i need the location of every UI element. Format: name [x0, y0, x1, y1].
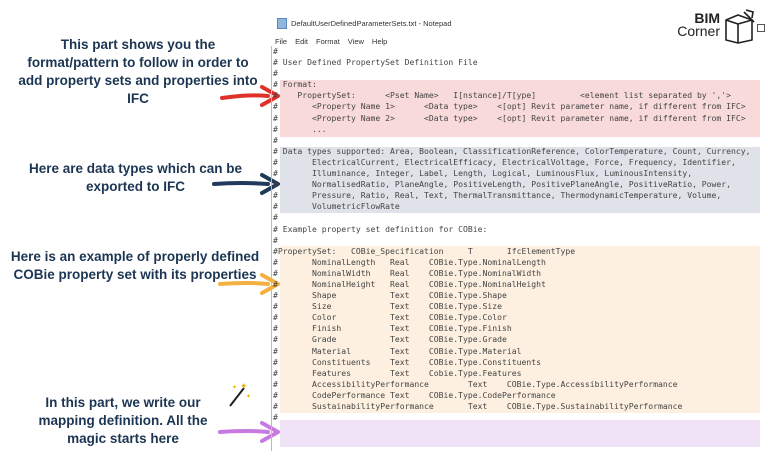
editor-line: # PropertySet: <Pset Name> I[nstance]/T[…	[273, 90, 732, 101]
editor-line: # Finish Text COBie.Type.Finish	[273, 323, 512, 334]
annotation-cobie-example: Here is an example of properly defined C…	[10, 249, 260, 282]
editor-line: # Material Text COBie.Type.Material	[273, 345, 522, 356]
editor-line: #	[273, 68, 278, 79]
editor-line: # Size Text COBie.Type.Size	[273, 301, 503, 312]
maximize-button[interactable]	[757, 24, 765, 32]
menu-bar: File Edit Format View Help	[275, 37, 387, 46]
logo-line2: Corner	[677, 23, 720, 39]
menu-file[interactable]: File	[275, 37, 288, 46]
editor-line: # SustainabilityPerformance Text COBie.T…	[273, 401, 683, 411]
editor-line: # <Property Name 1> <Data type> <[opt] R…	[273, 101, 746, 112]
menu-view[interactable]: View	[347, 37, 364, 46]
editor-line: # Shape Text COBie.Type.Shape	[273, 290, 507, 301]
annotation-format: This part shows you the format/pattern t…	[18, 37, 258, 106]
title-bar: DefaultUserDefinedParameterSets.txt - No…	[277, 18, 452, 29]
svg-text:✦: ✦	[246, 393, 251, 400]
editor-line: # ...	[273, 123, 327, 134]
red-arrow-icon	[220, 85, 280, 107]
editor-line: # AccessibilityPerformance Text COBie.Ty…	[273, 378, 678, 389]
menu-format[interactable]: Format	[316, 37, 340, 46]
highlight-cobie-example	[280, 246, 760, 413]
editor-left-border	[271, 46, 272, 451]
editor-line: # Format:	[273, 79, 317, 90]
editor-line: # NominalLength Real COBie.Type.NominalL…	[273, 256, 546, 267]
editor-line: #	[273, 412, 278, 423]
menu-edit[interactable]: Edit	[295, 37, 309, 46]
editor-line: # NormalisedRatio, PlaneAngle, PositiveL…	[273, 179, 732, 190]
logo-line1: BIM	[694, 10, 720, 26]
magic-wand-icon: ✦✦✦	[229, 381, 251, 407]
editor-line: #	[273, 134, 278, 145]
editor-line: # ElectricalCurrent, ElectricalEfficacy,…	[273, 156, 736, 167]
highlight-mapping-area	[280, 420, 760, 447]
editor-line: # Data types supported: Area, Boolean, C…	[273, 145, 751, 156]
editor-line: #PropertySet: COBie_Specification T IfcE…	[273, 245, 576, 256]
editor-line: # <Property Name 2> <Data type> <[opt] R…	[273, 112, 746, 123]
notepad-file-icon	[277, 18, 287, 29]
box-icon	[725, 9, 755, 44]
editor-line: # Features Text Cobie.Type.Features	[273, 367, 522, 378]
editor-line: # Constituents Text COBie.Type.Constitue…	[273, 356, 542, 367]
menu-help[interactable]: Help	[371, 37, 388, 46]
editor-text-area[interactable]: ## User Defined PropertySet Definition F…	[273, 46, 751, 423]
svg-text:✦: ✦	[240, 381, 248, 391]
editor-line: # NominalWidth Real COBie.Type.NominalWi…	[273, 267, 542, 278]
annotation-mapping: In this part, we write our mapping defin…	[38, 395, 208, 446]
editor-line: #	[273, 46, 278, 56]
editor-line: # Pressure, Ratio, Real, Text, ThermalTr…	[273, 190, 722, 201]
editor-line: # NominalHeight Real COBie.Type.NominalH…	[273, 278, 546, 289]
editor-line: #	[273, 234, 278, 245]
highlight-format	[280, 80, 760, 137]
svg-text:✦: ✦	[232, 384, 237, 391]
editor-line: # VolumetricFlowRate	[273, 201, 400, 212]
editor-line: # Example property set definition for CO…	[273, 223, 488, 234]
orange-arrow-icon	[218, 273, 280, 295]
editor-line: # Illuminance, Integer, Label, Length, L…	[273, 168, 693, 179]
purple-arrow-icon	[218, 421, 280, 443]
editor-line: # Grade Text COBie.Type.Grade	[273, 334, 507, 345]
bim-corner-logo: BIM Corner	[668, 8, 758, 44]
notepad-window: DefaultUserDefinedParameterSets.txt - No…	[271, 14, 768, 461]
editor-line: # CodePerformance Text COBie.Type.CodePe…	[273, 389, 556, 400]
navy-arrow-icon	[212, 173, 280, 195]
editor-line: # User Defined PropertySet Definition Fi…	[273, 57, 478, 68]
editor-line: # Color Text COBie.Type.Color	[273, 312, 507, 323]
editor-line: #	[273, 212, 278, 223]
window-title: DefaultUserDefinedParameterSets.txt - No…	[291, 19, 452, 28]
highlight-data-types	[280, 147, 760, 213]
annotation-data-types: Here are data types which can be exporte…	[28, 161, 243, 194]
